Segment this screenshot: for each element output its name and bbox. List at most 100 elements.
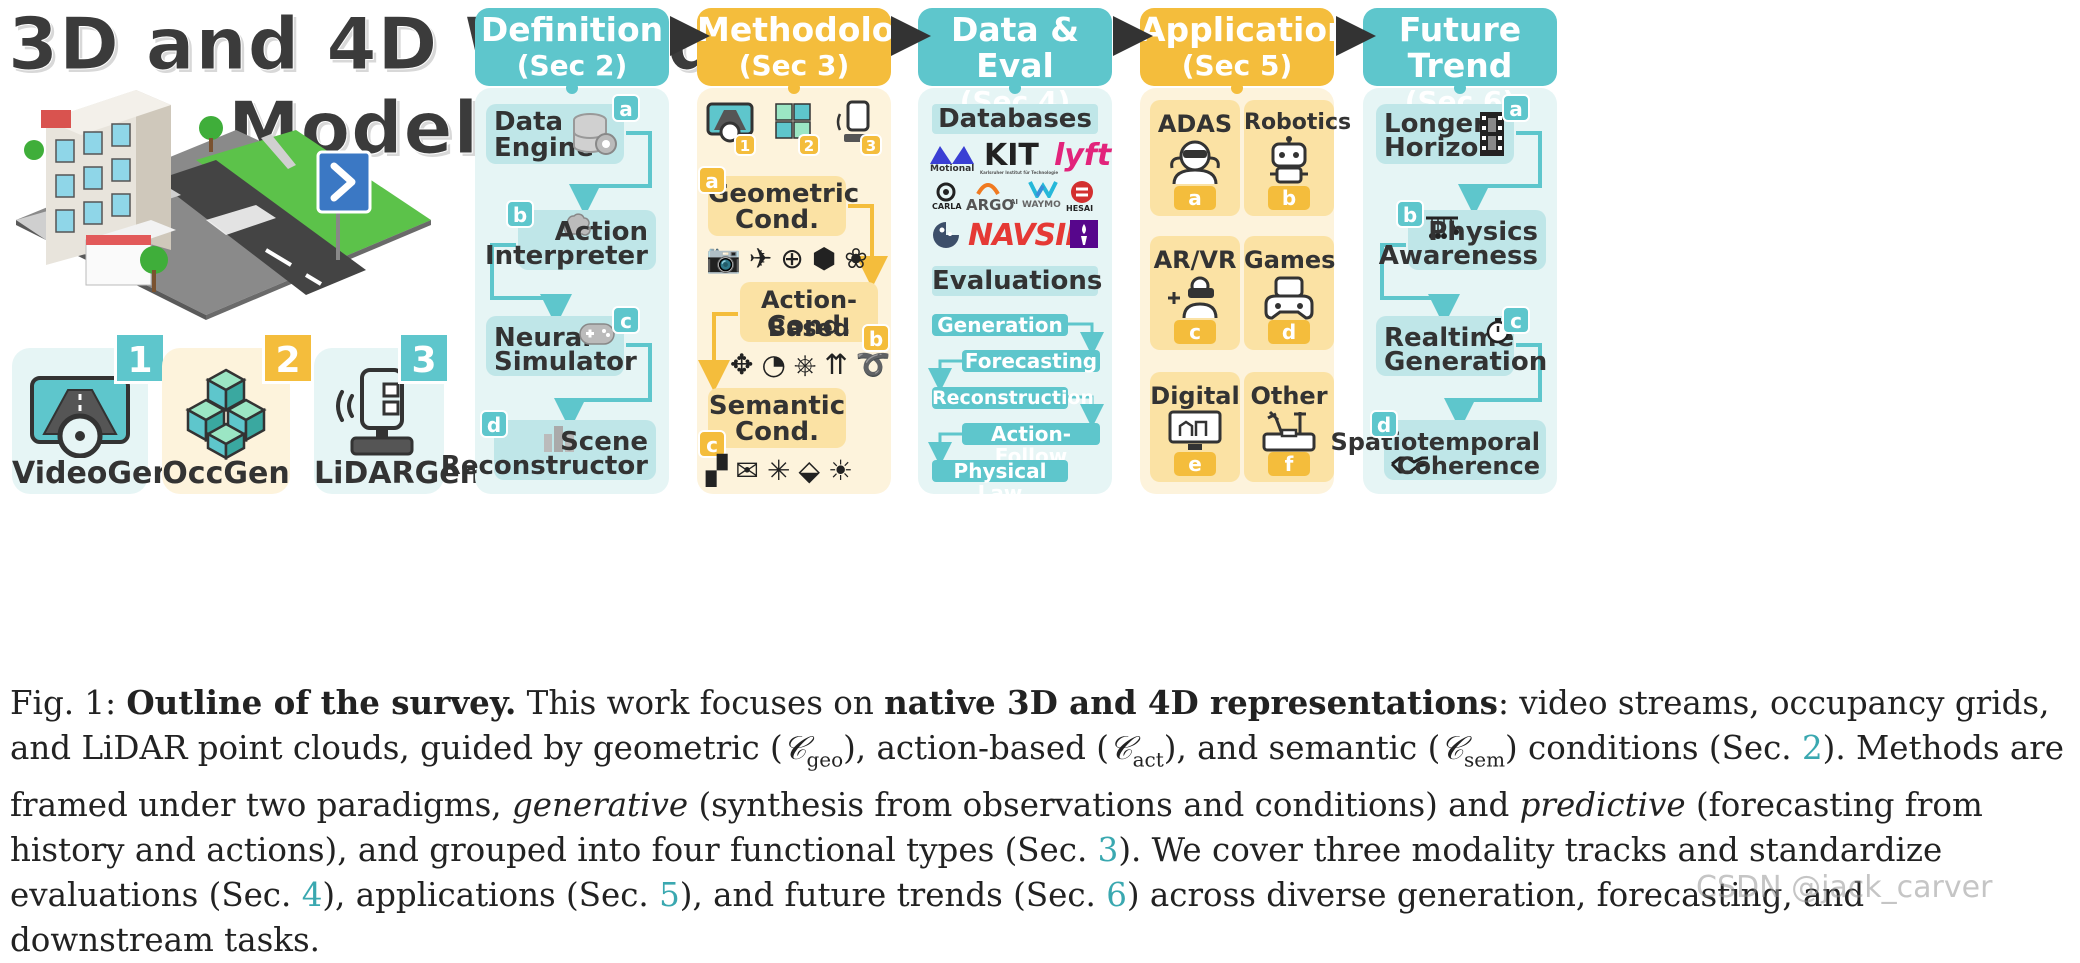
lidar-icon xyxy=(336,368,414,456)
app-title-adas: ADAS xyxy=(1157,110,1233,138)
hesai-mark xyxy=(1071,181,1093,203)
badge-b: b xyxy=(506,200,534,228)
app-card-other: Other f xyxy=(1244,372,1334,482)
badge-a: a xyxy=(1502,94,1530,122)
header-methodology: Methodology (Sec 3) xyxy=(697,8,940,86)
argo-text: ARGO xyxy=(966,196,1015,214)
app-card-arvr: AR/VR c xyxy=(1150,236,1240,350)
hesai-logo: HESAI xyxy=(1066,180,1100,214)
app-title-digital: Digital xyxy=(1150,382,1240,410)
caption-text: ), action-based ( xyxy=(843,729,1109,767)
speed-icon: ◔ xyxy=(761,348,794,381)
target-icon: ⊕ xyxy=(780,242,812,275)
realtime-generation-box: Realtime Generation xyxy=(1376,316,1547,376)
caption-text: (forecasting from history and actions), … xyxy=(10,785,1983,869)
gamepad-icon xyxy=(579,323,615,345)
caption-ref-link[interactable]: 2 xyxy=(1801,729,1823,767)
mini-badge-2: 2 xyxy=(798,134,820,156)
mini-badge-3: 3 xyxy=(860,134,882,156)
modality-label-occgen: OccGen xyxy=(162,456,290,491)
caption-italic: generative xyxy=(511,785,689,824)
waymo-logo: WAYMO xyxy=(1022,180,1064,214)
header-title: Definition xyxy=(480,10,664,49)
modality-num-1: 1 xyxy=(114,332,166,384)
title-text-a: 3D and 4D W xyxy=(8,2,545,87)
kit-subtext: Karlsruher Institut für Technologie xyxy=(980,170,1059,175)
app-letter-c: c xyxy=(1174,320,1216,344)
badge-d: d xyxy=(480,410,508,438)
spatiotemporal-line2: Coherence xyxy=(1396,452,1540,480)
caption-text: ). Methods are framed under two paradigm… xyxy=(10,729,2065,824)
badge-b: b xyxy=(1396,200,1424,228)
steering-wheel-icon: ⎈ xyxy=(793,348,825,381)
scene-reconstructor-line1: Scene xyxy=(560,427,648,457)
city-scene-illustration xyxy=(16,90,431,320)
neural-simulator-box: Neural Simulator xyxy=(486,316,637,376)
camera-icon: 📷 xyxy=(706,242,749,275)
header-sec: (Sec 2) xyxy=(516,49,628,82)
argo-logo: ARGO AI xyxy=(966,180,1022,214)
physics-awareness-line1: Physics xyxy=(1428,217,1538,247)
trajectory-icon: ✈ xyxy=(748,242,781,275)
motional-logo: Motional xyxy=(930,142,974,176)
carla-text: CARLA xyxy=(932,202,962,211)
cube-icon: ⬢ xyxy=(811,242,845,275)
chat-icon: ✉ xyxy=(735,454,768,487)
neural-simulator-line1: Neural xyxy=(494,323,592,353)
longer-horizon-line1: Longer xyxy=(1384,109,1487,139)
motional-text: Motional xyxy=(930,164,975,174)
waymo-text: WAYMO xyxy=(1022,200,1061,210)
badge-b: b xyxy=(862,324,890,352)
mini-badge-1: 1 xyxy=(734,134,756,156)
app-title-games: Games xyxy=(1244,246,1336,274)
kit-text: KIT xyxy=(984,138,1039,173)
action-interpreter-box: Action Interpreter xyxy=(485,210,656,270)
caption-math: 𝒞 xyxy=(782,729,807,767)
app-letter-d: d xyxy=(1268,320,1310,344)
brain-icon xyxy=(563,213,591,236)
caption-ref-link[interactable]: 6 xyxy=(1106,875,1127,914)
qr-icon: ▞ xyxy=(706,454,736,487)
badge-d: d xyxy=(1370,410,1398,438)
cubes-icon xyxy=(185,368,267,460)
header-title: Future Trend xyxy=(1398,10,1522,85)
eval-forecasting: Forecasting xyxy=(962,350,1100,372)
weather-icon: ☀ xyxy=(828,454,862,487)
geometric-icon-row: 📷✈⊕⬢❀ xyxy=(706,242,876,275)
city-icon xyxy=(544,426,574,452)
caption-bold-intro: Outline of the survey. xyxy=(126,683,517,722)
evaluations-header: Evaluations xyxy=(932,266,1103,296)
badge-a: a xyxy=(698,166,726,194)
geometric-cond-box: Geometric Cond. xyxy=(708,176,860,236)
physics-awareness-box: Physics Awareness xyxy=(1379,210,1546,270)
header-data-eval: Data & Eval (Sec 4) xyxy=(918,8,1112,118)
app-card-digital: Digital e xyxy=(1150,372,1240,482)
pendulum-icon xyxy=(1426,216,1459,239)
spatiotemporal-line1: Spatiotemporal xyxy=(1330,428,1540,456)
database-gear-icon xyxy=(573,113,617,155)
action-line1: Action-Based xyxy=(760,286,858,342)
caption-ref-link[interactable]: 3 xyxy=(1097,830,1119,869)
longer-horizon-line2: Horizon xyxy=(1384,133,1497,163)
app-card-robotics: Robotics b xyxy=(1244,100,1351,216)
header-title: Data & Eval xyxy=(951,10,1079,85)
caption-math: 𝒞 xyxy=(1108,729,1133,767)
badge-c: c xyxy=(612,306,640,334)
move-icon: ✥ xyxy=(730,348,762,381)
neural-simulator-line2: Simulator xyxy=(494,347,637,377)
caption-ref-link[interactable]: 4 xyxy=(301,875,323,914)
header-future: Future Trend (Sec 6) xyxy=(1363,8,1557,118)
caption-ref-link[interactable]: 5 xyxy=(659,875,680,914)
geometric-line1: Geometric xyxy=(708,179,860,209)
route-icon: ➰ xyxy=(855,348,899,381)
tools-icon xyxy=(1262,410,1316,452)
carla-logo: CARLA xyxy=(930,182,964,212)
app-letter-e: e xyxy=(1174,452,1216,476)
realtime-line2: Generation xyxy=(1384,347,1548,377)
longer-horizon-box: Longer Horizon xyxy=(1376,104,1514,164)
caption-math-sub: act xyxy=(1132,747,1164,772)
robot-icon xyxy=(1270,136,1308,184)
caption-text: : video streams, occupancy grids, and Li… xyxy=(10,684,2050,767)
semantic-cond-box: Semantic Cond. xyxy=(708,388,846,448)
pacman-logo xyxy=(933,222,959,248)
